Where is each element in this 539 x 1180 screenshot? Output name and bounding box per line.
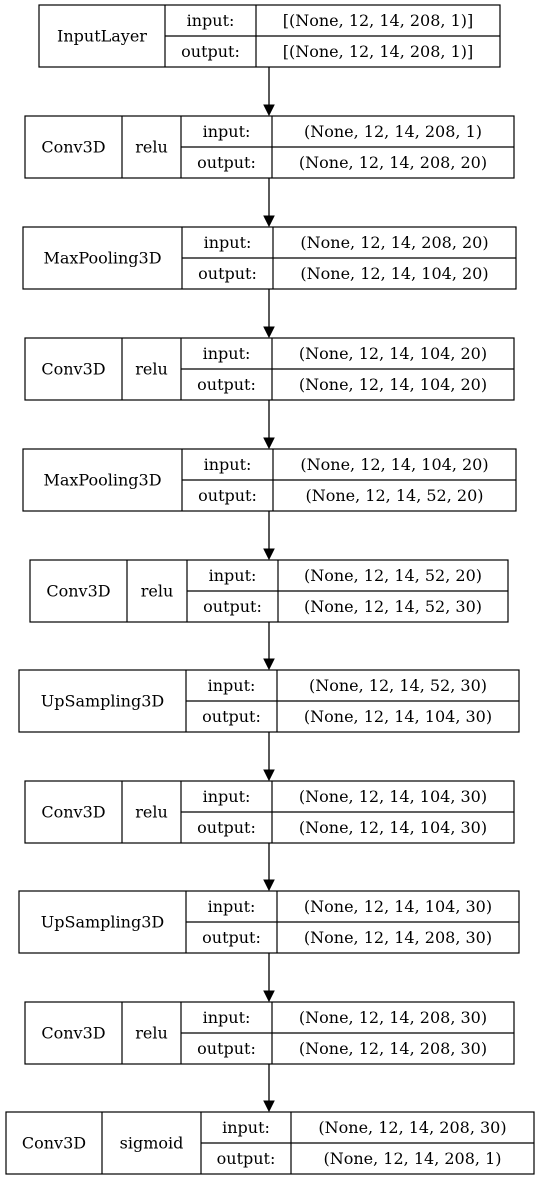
arrowhead <box>263 326 275 339</box>
input-shape-value: (None, 12, 14, 104, 20) <box>299 344 487 363</box>
output-label: output: <box>198 486 257 505</box>
output-shape-value: (None, 12, 14, 208, 30) <box>304 928 492 947</box>
output-shape-value: (None, 12, 14, 208, 20) <box>299 153 487 172</box>
input-label: input: <box>204 455 252 474</box>
arrowhead <box>263 658 275 671</box>
output-shape-value: [(None, 12, 14, 208, 1)] <box>283 42 474 61</box>
input-label: input: <box>203 787 251 806</box>
layer-node-conv3d: Conv3D relu input: output: (None, 12, 14, 20… <box>24 115 515 179</box>
input-label: input: <box>222 1118 270 1137</box>
edge-arrow <box>263 1064 275 1113</box>
output-shape-value: (None, 12, 14, 52, 30) <box>304 597 482 616</box>
layer-node-upsampling3d: UpSampling3D input: output: (None, 12, 14, … <box>18 669 520 733</box>
output-label: output: <box>202 707 261 726</box>
arrowhead <box>263 437 275 450</box>
input-label: input: <box>208 897 256 916</box>
output-label: output: <box>197 153 256 172</box>
output-shape-value: (None, 12, 14, 208, 1) <box>323 1149 501 1168</box>
layer-type-label: Conv3D <box>41 803 105 822</box>
input-label: input: <box>208 676 256 695</box>
arrowhead <box>263 548 275 561</box>
layer-activation-label: sigmoid <box>120 1134 184 1153</box>
layer-node-conv3d: Conv3D relu input: output: (None, 12, 14, 10… <box>24 337 515 401</box>
edge-arrow <box>263 622 275 671</box>
arrowhead <box>263 215 275 228</box>
input-shape-value: (None, 12, 14, 104, 30) <box>299 787 487 806</box>
input-shape-value: (None, 12, 14, 104, 30) <box>304 897 492 916</box>
layer-node-maxpooling3d: MaxPooling3D input: output: (None, 12, 14, … <box>22 226 517 290</box>
output-shape-value: (None, 12, 14, 104, 30) <box>299 818 487 837</box>
layer-activation-label: relu <box>135 138 168 157</box>
arrowhead <box>263 1100 275 1113</box>
output-shape-value: (None, 12, 14, 104, 20) <box>300 264 488 283</box>
layer-type-label: UpSampling3D <box>41 913 164 932</box>
layer-type-label: MaxPooling3D <box>43 249 161 268</box>
layer-activation-label: relu <box>135 803 168 822</box>
output-label: output: <box>202 928 261 947</box>
input-shape-value: (None, 12, 14, 208, 1) <box>304 122 482 141</box>
layer-node-upsampling3d: UpSampling3D input: output: (None, 12, 14, … <box>18 890 520 954</box>
output-label: output: <box>197 375 256 394</box>
arrowhead <box>263 990 275 1003</box>
edge-arrow <box>263 511 275 561</box>
arrowhead <box>263 104 275 117</box>
layer-type-label: Conv3D <box>41 138 105 157</box>
input-shape-value: (None, 12, 14, 52, 30) <box>309 676 487 695</box>
input-shape-value: (None, 12, 14, 52, 20) <box>304 566 482 585</box>
layer-node-maxpooling3d: MaxPooling3D input: output: (None, 12, 14, … <box>22 448 517 512</box>
layer-type-label: Conv3D <box>22 1134 86 1153</box>
output-label: output: <box>198 264 257 283</box>
output-label: output: <box>203 597 262 616</box>
edge-arrow <box>263 953 275 1003</box>
output-label: output: <box>197 818 256 837</box>
output-shape-value: (None, 12, 14, 104, 20) <box>299 375 487 394</box>
layer-activation-label: relu <box>135 1024 168 1043</box>
output-label: output: <box>217 1149 276 1168</box>
input-shape-value: (None, 12, 14, 208, 30) <box>299 1008 487 1027</box>
input-shape-value: (None, 12, 14, 104, 20) <box>300 455 488 474</box>
layer-type-label: Conv3D <box>41 1024 105 1043</box>
input-label: input: <box>204 233 252 252</box>
layer-node-conv3d: Conv3D relu input: output: (None, 12, 14, 10… <box>24 780 515 844</box>
input-label: input: <box>187 11 235 30</box>
layer-type-label: MaxPooling3D <box>43 471 161 490</box>
layer-node-conv3d: Conv3D relu input: output: (None, 12, 14, 20… <box>24 1001 515 1065</box>
output-label: output: <box>197 1039 256 1058</box>
arrowhead <box>263 769 275 782</box>
layer-activation-label: relu <box>141 582 174 601</box>
edge-arrow <box>263 732 275 782</box>
input-label: input: <box>203 344 251 363</box>
layer-type-label: UpSampling3D <box>41 692 164 711</box>
input-label: input: <box>203 122 251 141</box>
edge-arrow <box>263 843 275 892</box>
layer-nodes: InputLayer input: output: [(None, 12, 14, 2… <box>5 4 535 1175</box>
edge-arrow <box>263 289 275 339</box>
layer-node-conv3d: Conv3D relu input: output: (None, 12, 14, 52… <box>29 559 509 623</box>
edges <box>263 67 275 1113</box>
layer-type-label: Conv3D <box>46 582 110 601</box>
input-label: input: <box>203 1008 251 1027</box>
layer-node-conv3d: Conv3D sigmoid input: output: (None, 12, 14,… <box>5 1111 535 1175</box>
edge-arrow <box>263 67 275 117</box>
output-shape-value: (None, 12, 14, 104, 30) <box>304 707 492 726</box>
layer-type-label: Conv3D <box>41 360 105 379</box>
edge-arrow <box>263 178 275 228</box>
input-label: input: <box>209 566 257 585</box>
layer-activation-label: relu <box>135 360 168 379</box>
arrowhead <box>263 879 275 892</box>
input-shape-value: (None, 12, 14, 208, 20) <box>300 233 488 252</box>
input-shape-value: [(None, 12, 14, 208, 1)] <box>283 11 474 30</box>
edge-arrow <box>263 400 275 450</box>
output-label: output: <box>181 42 240 61</box>
layer-type-label: InputLayer <box>57 27 147 46</box>
output-shape-value: (None, 12, 14, 52, 20) <box>305 486 483 505</box>
input-shape-value: (None, 12, 14, 208, 30) <box>318 1118 506 1137</box>
output-shape-value: (None, 12, 14, 208, 30) <box>299 1039 487 1058</box>
layer-node-inputlayer: InputLayer input: output: [(None, 12, 14, 2… <box>38 4 501 68</box>
